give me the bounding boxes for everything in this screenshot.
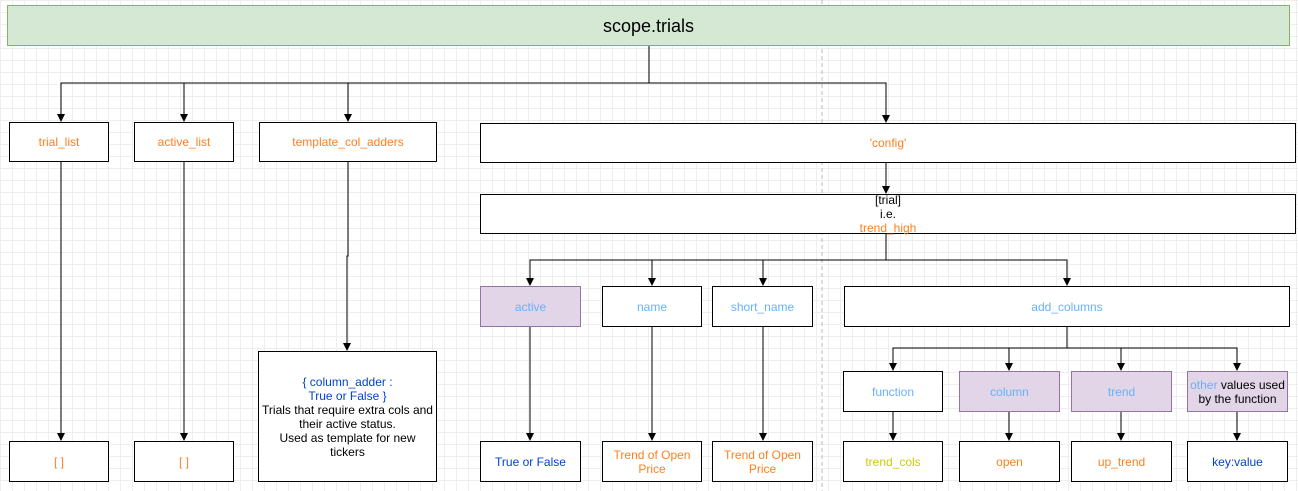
trial-example-value: trend_high [859,221,917,235]
trial-list-value: [ ] [53,454,64,469]
template-col-adders-node[interactable]: template_col_adders [259,122,437,162]
trend-value: up_trend [1097,454,1146,469]
other-values-rest: values used by the function [1198,377,1285,406]
function-node[interactable]: function [843,371,943,412]
config-node[interactable]: 'config' [480,123,1296,163]
column-value-node[interactable]: open [959,441,1060,482]
trend-value-node[interactable]: up_trend [1071,441,1172,482]
trial-node[interactable]: [trial] i.e. trend_high [480,193,1296,235]
edge-add-columns-function [889,327,1068,371]
column-value: open [996,454,1023,469]
other-values-node[interactable]: other values used by the function [1187,371,1288,412]
other-value: key:value [1212,454,1263,469]
edge-root-config [649,82,890,123]
short-name-value-node[interactable]: Trend of Open Price [712,441,813,482]
active-list-value: [ ] [178,454,189,469]
active-value-node[interactable]: True or False [480,441,581,482]
other-value-node[interactable]: key:value [1187,441,1288,482]
active-value: True or False [495,454,566,469]
active-list-node[interactable]: active_list [134,122,234,162]
function-value-node[interactable]: trend_cols [843,441,943,482]
edge-add-columns-other [1067,347,1241,371]
active-node[interactable]: active [480,286,581,327]
name-node[interactable]: name [602,286,702,327]
trial-list-value-node[interactable]: [ ] [9,441,109,482]
name-label: name [636,299,668,314]
template-description-node[interactable]: { column_adder : True or False } Trials … [258,351,437,482]
short-name-node[interactable]: short_name [712,286,813,327]
template-usage: Used as template for new tickers [279,430,416,459]
template-col-adder-key: { column_adder : [302,374,393,389]
template-col-adder-value: True or False } [308,388,387,403]
trial-example: i.e. trend_high [860,207,917,235]
column-label: column [990,384,1029,399]
other-values-prefix: other [1190,377,1218,392]
edge-root-trial-list [57,46,650,122]
trial-label: [trial] [874,193,901,207]
edge-trial-active [526,234,887,286]
short-name-label: short_name [730,299,795,314]
trend-node[interactable]: trend [1071,371,1172,412]
edge-template-value [343,162,351,351]
active-label: active [514,299,547,314]
active-list-label: active_list [157,135,211,149]
root-node[interactable]: scope.trials [7,5,1290,46]
function-value: trend_cols [865,454,921,469]
edge-trial-add-columns [886,259,1071,286]
add-columns-node[interactable]: add_columns [844,286,1290,327]
function-label: function [871,384,915,399]
column-node[interactable]: column [959,371,1060,412]
root-label: scope.trials [602,15,695,36]
other-values-label: other values used by the function [1190,378,1285,406]
name-value: Trend of Open Price [613,447,691,476]
short-name-value: Trend of Open Price [724,447,801,476]
template-description: Trials that require extra cols and their… [262,402,433,431]
config-label: 'config' [869,136,907,150]
trend-label: trend [1107,384,1136,399]
trial-example-prefix: i.e. [879,207,896,221]
add-columns-label: add_columns [1031,299,1103,314]
trial-list-node[interactable]: trial_list [9,122,109,162]
template-col-adders-label: template_col_adders [292,135,404,149]
active-list-value-node[interactable]: [ ] [134,441,234,482]
name-value-node[interactable]: Trend of Open Price [602,441,702,482]
trial-list-label: trial_list [38,135,80,149]
